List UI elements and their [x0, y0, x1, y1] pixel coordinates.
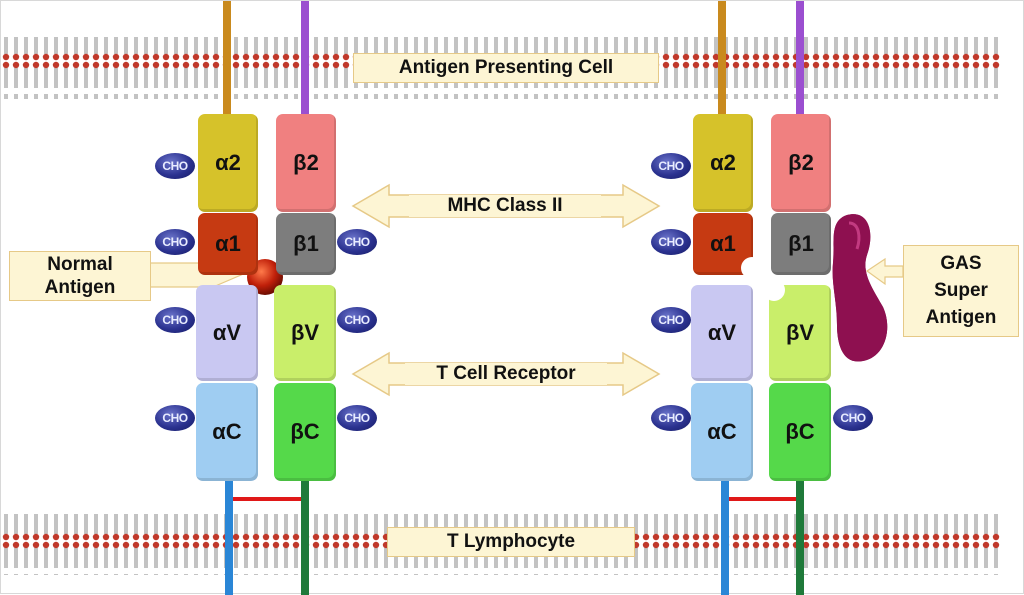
mhc-alpha-stem-left [223, 1, 231, 115]
gas-super-antigen-label: GAS Super Antigen [903, 245, 1019, 337]
cho-alpha2-right: CHO [651, 153, 691, 179]
antigen-groove-notch-alpha1 [741, 257, 763, 279]
cho-alphaC-left: CHO [155, 405, 195, 431]
t-cell-receptor-label: T Cell Receptor [405, 363, 607, 385]
betaC-domain-left: βC [274, 383, 336, 481]
cho-alpha2-left: CHO [155, 153, 195, 179]
apc-label: Antigen Presenting Cell [353, 53, 659, 83]
gas-superantigen-shape [832, 214, 888, 362]
cho-alpha1-left: CHO [155, 229, 195, 255]
betaC-domain-right: βC [769, 383, 831, 481]
cho-alphaV-left: CHO [155, 307, 195, 333]
normal-antigen-line2: Antigen [44, 277, 116, 298]
cho-label: CHO [344, 313, 370, 327]
cho-betaV-left: CHO [337, 307, 377, 333]
cho-label: CHO [658, 159, 684, 173]
cho-label: CHO [658, 411, 684, 425]
alpha1-domain-right: α1 [693, 213, 753, 275]
cho-label: CHO [162, 235, 188, 249]
gas-line3: Antigen [925, 307, 997, 328]
cho-label: CHO [658, 235, 684, 249]
mhc-beta-stem-right [796, 1, 804, 115]
cho-label: CHO [162, 313, 188, 327]
cho-betaC-right: CHO [833, 405, 873, 431]
cho-label: CHO [658, 313, 684, 327]
disulfide-bond-right [729, 497, 796, 501]
t-lymphocyte-label: T Lymphocyte [387, 527, 635, 557]
cho-label: CHO [162, 411, 188, 425]
alpha1-domain-left: α1 [198, 213, 258, 275]
antigen-groove-notch-betaV [763, 279, 785, 301]
gas-line1: GAS [940, 253, 982, 274]
normal-antigen-label: Normal Antigen [9, 251, 151, 301]
tcr-alpha-stem-left [225, 479, 233, 595]
normal-antigen-line1: Normal [47, 254, 113, 275]
cho-label: CHO [162, 159, 188, 173]
gas-pointer [865, 257, 904, 286]
cho-beta1-left: CHO [337, 229, 377, 255]
tcr-beta-stem-right [796, 479, 804, 595]
mhc-class-ii-label: MHC Class II [409, 195, 601, 217]
alpha2-domain-right: α2 [693, 114, 753, 212]
alphaV-domain-left: αV [196, 285, 258, 381]
betaV-domain-left: βV [274, 285, 336, 381]
gas-line2: Super [934, 280, 988, 301]
alpha2-domain-left: α2 [198, 114, 258, 212]
beta1-domain-left: β1 [276, 213, 336, 275]
alphaC-domain-right: αC [691, 383, 753, 481]
disulfide-bond-left [233, 497, 301, 501]
cho-label: CHO [344, 411, 370, 425]
cho-label: CHO [344, 235, 370, 249]
mhc-alpha-stem-right [718, 1, 726, 115]
tcr-beta-stem-left [301, 479, 309, 595]
cho-label: CHO [840, 411, 866, 425]
betaV-domain-right: βV [769, 285, 831, 381]
alphaV-domain-right: αV [691, 285, 753, 381]
cho-alphaC-right: CHO [651, 405, 691, 431]
beta1-domain-right: β1 [771, 213, 831, 275]
mhc-beta-stem-left [301, 1, 309, 115]
cho-betaC-left: CHO [337, 405, 377, 431]
tcr-alpha-stem-right [721, 479, 729, 595]
beta2-domain-right: β2 [771, 114, 831, 212]
beta2-domain-left: β2 [276, 114, 336, 212]
cho-alphaV-right: CHO [651, 307, 691, 333]
cho-alpha1-right: CHO [651, 229, 691, 255]
alphaC-domain-left: αC [196, 383, 258, 481]
